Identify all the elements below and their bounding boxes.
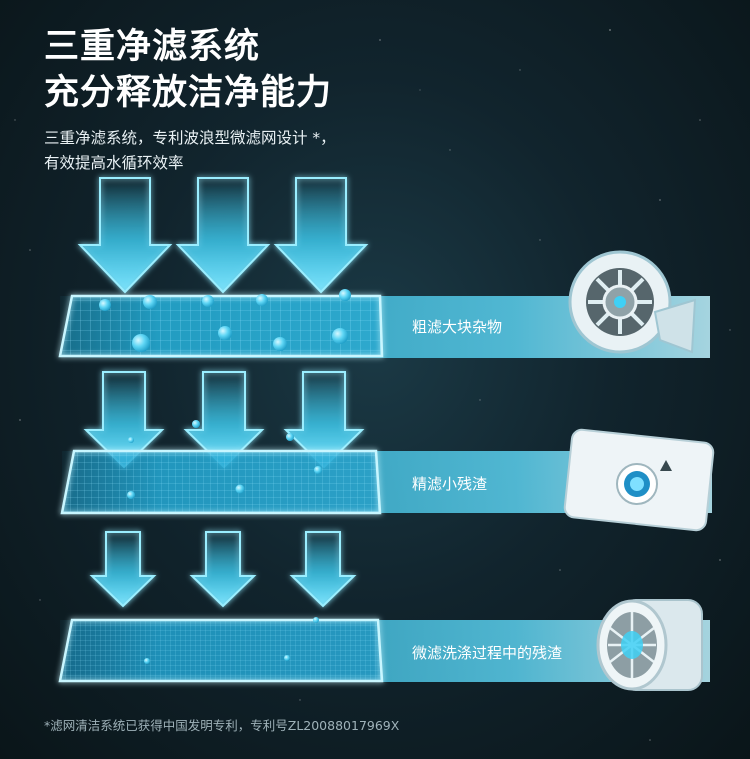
down-arrow-icon — [77, 177, 173, 294]
down-arrow-icon — [89, 531, 157, 608]
title-line-1: 三重净滤系统 — [44, 27, 261, 67]
micro-filter-cylinder-icon — [596, 599, 703, 691]
down-arrow-icon — [189, 531, 257, 608]
description-line-2: 有效提高水循环效率 — [44, 154, 184, 172]
coarse-filter-basket-icon — [568, 250, 697, 354]
title-line-2: 充分释放洁净能力 — [44, 73, 333, 113]
down-arrow-icon — [273, 177, 369, 294]
stage3-arrows — [89, 531, 357, 608]
description-line-1: 三重净滤系统，专利波浪型微滤网设计 *， — [44, 129, 336, 147]
stage3-filter — [58, 617, 710, 683]
description: 三重净滤系统，专利波浪型微滤网设计 *， 有效提高水循环效率 — [44, 126, 336, 176]
stage1-arrows — [77, 177, 369, 294]
stage-3-label: 微滤洗涤过程中的残渣 — [412, 644, 563, 662]
down-arrow-icon — [175, 177, 271, 294]
down-arrow-icon — [183, 371, 265, 469]
stage-2-label: 精滤小残渣 — [412, 475, 488, 493]
page-title: 三重净滤系统 充分释放洁净能力 — [44, 24, 332, 116]
down-arrow-icon — [83, 371, 165, 469]
down-arrow-icon — [283, 371, 365, 469]
patent-footnote: *滤网清洁系统已获得中国发明专利，专利号ZL20088017969X — [44, 718, 400, 733]
fine-filter-plate-icon — [563, 428, 715, 532]
stage2-arrows — [83, 371, 365, 469]
down-arrow-icon — [289, 531, 357, 608]
stage-1-label: 粗滤大块杂物 — [412, 318, 503, 336]
